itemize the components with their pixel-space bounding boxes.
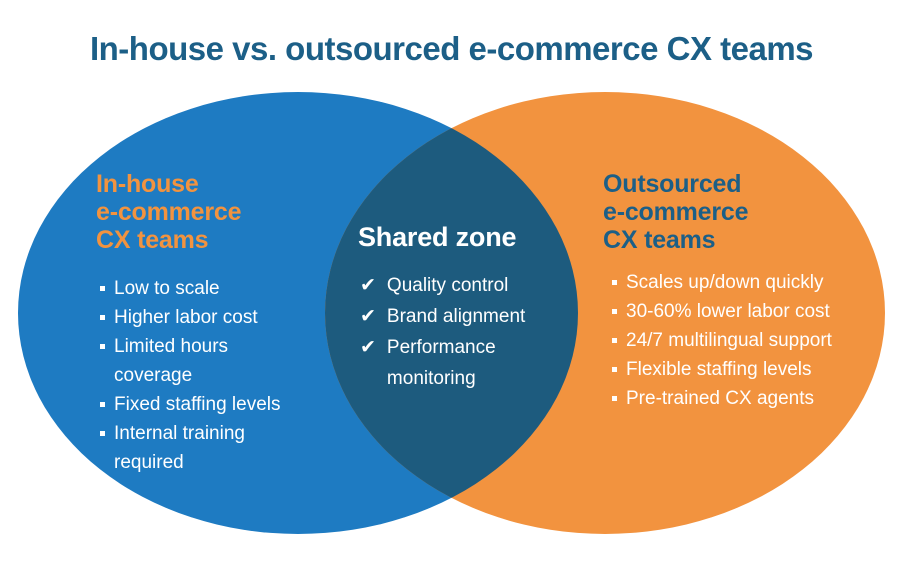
left-heading-line: In-house [96,170,199,198]
bullet-square-icon [612,280,617,285]
list-item-label: 24/7 multilingual support [626,330,832,351]
right-heading-line: Outsourced [603,170,742,198]
list-item: Pre-trained CX agents [612,384,878,413]
checkmark-icon: ✔ [360,337,376,358]
shared-zone-items-list: ✔ Quality control ✔ Brand alignment ✔ Perfo… [360,270,559,394]
list-item: Internal training required [100,419,302,477]
bullet-square-icon [100,402,105,407]
list-item: Scales up/down quickly [612,268,878,297]
left-items-list: Low to scale Higher labor cost Limited h… [100,274,302,477]
bullet-square-icon [612,338,617,343]
list-item: Fixed staffing levels [100,390,302,419]
list-item: ✔ Performance monitoring [360,332,559,394]
list-item: Low to scale [100,274,302,303]
bullet-square-icon [100,315,105,320]
list-item-label: Higher labor cost [114,307,258,328]
list-item: ✔ Quality control [360,270,559,301]
list-item: ✔ Brand alignment [360,301,559,332]
list-item-label: Flexible staffing levels [626,359,812,380]
bullet-square-icon [612,309,617,314]
checkmark-icon: ✔ [360,306,376,327]
list-item-label: Scales up/down quickly [626,272,824,293]
list-item: 24/7 multilingual support [612,326,878,355]
bullet-square-icon [100,286,105,291]
list-item-label: Low to scale [114,278,220,299]
page-title: In-house vs. outsourced e-commerce CX te… [89,30,814,67]
list-item-label: Internal training required [114,423,245,473]
list-item-label: Performance monitoring [386,337,496,389]
list-item-label: Fixed staffing levels [114,394,281,415]
left-heading-line: e-commerce [96,198,242,226]
list-item-label: Brand alignment [386,306,526,327]
left-heading-line: CX teams [96,226,209,254]
list-item-label: 30-60% lower labor cost [626,301,830,322]
checkmark-icon: ✔ [360,275,376,296]
list-item: Flexible staffing levels [612,355,878,384]
list-item: Limited hours coverage [100,332,302,390]
right-items-list: Scales up/down quickly 30-60% lower labo… [612,268,878,413]
right-heading-line: CX teams [603,226,716,254]
list-item: 30-60% lower labor cost [612,297,878,326]
left-circle-heading: In-house e-commerce CX teams [96,170,242,254]
bullet-square-icon [612,367,617,372]
bullet-square-icon [612,396,617,401]
list-item-label: Limited hours coverage [114,336,229,386]
list-item-label: Quality control [386,275,509,296]
right-circle-heading: Outsourced e-commerce CX teams [603,170,749,254]
overlap-zone [325,92,578,534]
bullet-square-icon [100,431,105,436]
list-item-label: Pre-trained CX agents [626,388,814,409]
right-heading-line: e-commerce [603,198,749,226]
shared-zone-heading: Shared zone [358,222,517,252]
list-item: Higher labor cost [100,303,302,332]
bullet-square-icon [100,344,105,349]
